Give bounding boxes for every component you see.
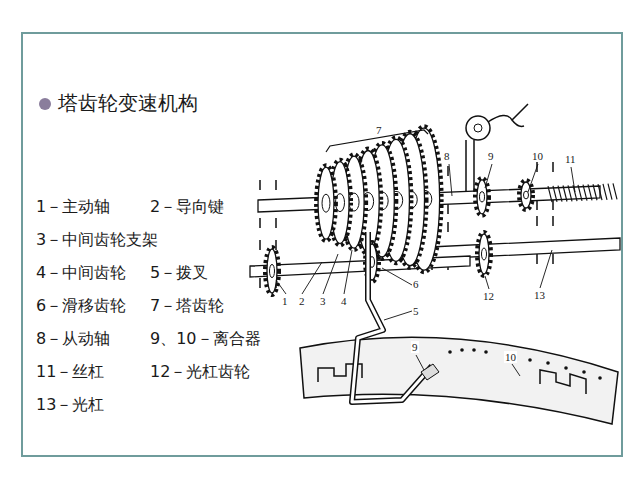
- slide-title: 塔齿轮变速机构: [58, 90, 198, 117]
- screw-thread: [553, 186, 557, 202]
- plate-hole: [472, 348, 476, 352]
- screw-thread: [588, 184, 592, 200]
- clutch-dog-hub: [524, 191, 529, 199]
- leader-line: [512, 364, 520, 376]
- plate-hole: [564, 366, 568, 370]
- legend-item: 4－中间齿轮: [36, 263, 126, 284]
- screw-thread: [578, 185, 582, 201]
- feed-rod-gear-hub: [482, 248, 487, 260]
- leader-line: [571, 167, 575, 192]
- plate-slot: [540, 370, 586, 394]
- screw-thread: [568, 185, 572, 201]
- screw-thread: [608, 184, 612, 200]
- legend-item: 12－光杠齿轮: [150, 362, 250, 383]
- callout-number: 10: [531, 150, 544, 162]
- leader-line: [384, 311, 412, 320]
- legend-item: 3－中间齿轮支架: [36, 230, 158, 251]
- slide-frame: [22, 33, 622, 456]
- lever-hub-hole: [474, 124, 482, 132]
- callout-number: 9: [487, 150, 495, 162]
- leader-line: [449, 164, 452, 196]
- clutch-plate: [300, 337, 618, 424]
- callout-number: 13: [533, 289, 546, 301]
- leader-line: [528, 164, 538, 192]
- legend-item: 6－滑移齿轮: [36, 296, 126, 317]
- callout-number: 2: [298, 295, 306, 307]
- callout-number: 12: [482, 290, 495, 302]
- leader-line: [302, 262, 322, 294]
- gear-drawing: [250, 104, 620, 424]
- screw-thread: [583, 185, 587, 201]
- screw-thread: [563, 185, 567, 201]
- legend-item: 11－丝杠: [36, 362, 104, 383]
- bearing-mark: [537, 162, 553, 210]
- plate-hole: [484, 350, 488, 354]
- leader-line: [485, 276, 489, 289]
- bullet: [39, 98, 51, 110]
- legend-item: 2－导向键: [150, 197, 224, 218]
- screw-thread: [613, 183, 617, 199]
- callout-number: 7: [375, 124, 383, 136]
- plate-hole: [460, 348, 464, 352]
- feed-rod-gear-teeth: [477, 232, 491, 276]
- callout-number: 10: [504, 351, 517, 363]
- legend-item: 13－光杠: [36, 395, 104, 416]
- callout-number: 4: [340, 295, 348, 307]
- legend-item: 5－拨叉: [150, 263, 208, 284]
- legend-item: 1－主动轴: [36, 197, 110, 218]
- callout-number: 8: [443, 150, 451, 162]
- clutch-gear-hub: [480, 192, 485, 202]
- drive-gear: [267, 249, 277, 293]
- clutch-lever: [466, 140, 474, 192]
- legend-item: 8－从动轴: [36, 329, 110, 350]
- lever-hub: [466, 116, 490, 140]
- feed-rod-gear: [479, 234, 489, 274]
- drive-gear-teeth: [265, 247, 279, 295]
- driving-shaft: [250, 256, 470, 277]
- cone-gear: [318, 167, 334, 239]
- screw-thread: [548, 186, 552, 202]
- lever-pin: [421, 364, 439, 380]
- leader-line: [416, 355, 424, 370]
- screw-thread: [573, 185, 577, 201]
- fork-lever: [352, 232, 432, 402]
- cone-gear-teeth: [316, 165, 336, 241]
- cone-gear-hub: [322, 194, 330, 212]
- leader-line: [323, 254, 338, 294]
- legend-item: 9、10－离合器: [150, 329, 261, 350]
- cone-gear-hub: [349, 193, 359, 211]
- leader-line: [276, 280, 286, 294]
- callout-number: 5: [412, 305, 420, 317]
- callout-number: 6: [412, 278, 420, 290]
- callout-number: 9: [411, 341, 419, 353]
- callout-number: 11: [564, 153, 577, 165]
- leader-line: [382, 268, 412, 285]
- screw-thread: [593, 184, 597, 200]
- feed-rod: [430, 238, 620, 259]
- leader-line: [540, 250, 552, 288]
- plate-hole: [546, 361, 550, 365]
- leader-line: [344, 250, 352, 294]
- clutch-dog: [521, 182, 531, 208]
- legend-item: 7－塔齿轮: [150, 296, 224, 317]
- callout-number: 1: [281, 295, 289, 307]
- leader-line: [485, 164, 492, 188]
- plate-hole: [582, 370, 586, 374]
- callout-number: 3: [319, 295, 327, 307]
- lever-handle: [488, 104, 528, 126]
- plate-hole: [448, 350, 452, 354]
- clutch-gear-teeth: [475, 178, 489, 216]
- plate-hole: [598, 376, 602, 380]
- fork-lever-inner: [352, 232, 432, 402]
- drive-gear-hub: [270, 264, 275, 277]
- bearing-mark: [537, 216, 553, 264]
- plate-hole: [528, 358, 532, 362]
- screw-thread: [558, 186, 562, 202]
- screw-thread: [598, 184, 602, 200]
- screw-thread: [603, 184, 607, 200]
